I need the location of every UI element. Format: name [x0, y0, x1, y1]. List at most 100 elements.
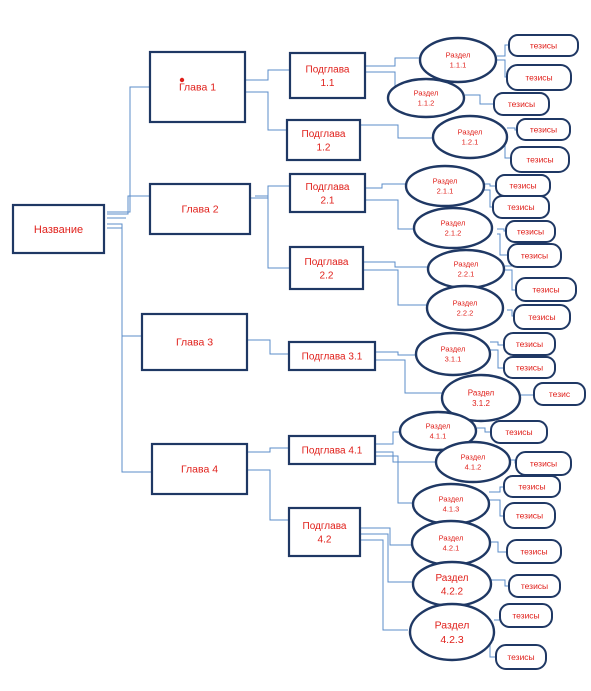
theses-node[interactable]: тезисы: [515, 451, 572, 476]
section-2-2-2-label-line-1: Раздел: [453, 299, 478, 308]
chapter-3-label-line-1: Глава 3: [176, 337, 213, 349]
section-4-1-2-ellipse: [434, 440, 512, 484]
theses-node[interactable]: тезисы: [503, 475, 561, 498]
connector: [365, 57, 420, 67]
chapter-4-frame: [150, 442, 249, 496]
theses-node[interactable]: тезисы: [507, 243, 562, 268]
theses-node[interactable]: тезисы: [508, 574, 561, 598]
section-2-1-1-label-line-2: 2.1.1: [437, 187, 454, 196]
theses-label: тезисы: [516, 363, 543, 373]
connector: [375, 451, 437, 463]
connector: [360, 124, 433, 139]
subchapter-2-1-label-line-2: 2.1: [321, 195, 335, 206]
theses-label: тезисы: [530, 125, 557, 135]
theses-label: тезисы: [530, 459, 557, 469]
theses-node[interactable]: тезисы: [492, 195, 550, 219]
bullet-dot: [179, 77, 185, 83]
theses-node[interactable]: тезисы: [513, 304, 571, 330]
chapter-4[interactable]: Глава 4: [150, 442, 249, 496]
theses-node[interactable]: тезисы: [510, 146, 570, 173]
chapter-3[interactable]: Глава 3: [140, 312, 249, 372]
subchapter-3-1-label-line-1: Подглава 3.1: [302, 352, 363, 363]
subchapter-4-2-frame: [287, 506, 362, 558]
theses-pill: [503, 475, 561, 498]
chapter-2[interactable]: Глава 2: [148, 182, 252, 236]
theses-node[interactable]: тезис: [533, 382, 586, 406]
section-3-1-1-ellipse: [414, 331, 492, 377]
chapter-1[interactable]: Глава 1: [148, 50, 247, 124]
section-4-2-2-label-line-2: 4.2.2: [441, 586, 464, 597]
theses-node[interactable]: тезисы: [503, 502, 556, 529]
section-3-1-2-ellipse: [440, 373, 522, 423]
connector: [490, 341, 505, 346]
section-1-1-2-label-line-2: 1.1.2: [418, 99, 435, 108]
theses-node[interactable]: тезисы: [495, 174, 551, 197]
theses-label: тезисы: [516, 339, 543, 349]
theses-pill: [503, 332, 556, 356]
connector: [489, 486, 505, 493]
theses-label: тезисы: [505, 427, 532, 437]
chapter-1-frame: [148, 50, 247, 124]
connector: [490, 349, 505, 369]
theses-node[interactable]: тезисы: [506, 539, 562, 564]
subchapter-3-1-frame: [287, 340, 377, 372]
theses-label: тезисы: [507, 202, 534, 212]
theses-node[interactable]: тезисы: [493, 92, 550, 116]
theses-pill: [493, 92, 550, 116]
theses-label: тезисы: [525, 73, 552, 83]
subchapter-3-1[interactable]: Подглава 3.1: [287, 340, 377, 372]
connector: [490, 541, 508, 553]
section-4-2-3-label-line-1: Раздел: [435, 620, 470, 632]
section-2-1-2-label-line-2: 2.1.2: [445, 229, 462, 238]
theses-node[interactable]: тезисы: [503, 356, 556, 379]
connector: [255, 195, 290, 269]
theses-node[interactable]: тезисы: [490, 420, 548, 444]
theses-pill: [503, 502, 556, 529]
section-1-2-1-ellipse: [431, 114, 509, 160]
connector: [507, 127, 517, 131]
theses-label: тезисы: [507, 652, 534, 662]
theses-node[interactable]: тезисы: [506, 64, 572, 91]
section-1-2-1-label-line-1: Раздел: [458, 128, 483, 137]
theses-node[interactable]: тезисы: [508, 34, 579, 57]
theses-pill: [508, 34, 579, 57]
theses-pill: [508, 574, 561, 598]
theses-label: тезисы: [517, 227, 544, 237]
connector: [365, 183, 405, 189]
theses-node[interactable]: тезисы: [503, 332, 556, 356]
root-title[interactable]: Название: [11, 203, 106, 255]
section-4-1-1-label-line-2: 4.1.1: [430, 432, 447, 441]
theses-node[interactable]: тезисы: [515, 277, 577, 302]
section-1-1-1-label-line-1: Раздел: [446, 51, 471, 60]
theses-node[interactable]: тезисы: [516, 118, 571, 141]
subchapter-2-2-label-line-1: Подглава: [305, 257, 349, 268]
theses-node[interactable]: тезисы: [499, 603, 553, 628]
section-4-2-3-ellipse: [408, 602, 496, 662]
theses-pill: [505, 220, 556, 243]
theses-pill: [490, 420, 548, 444]
theses-node[interactable]: тезисы: [505, 220, 556, 243]
theses-node[interactable]: тезисы: [495, 644, 547, 670]
root-title-label-line-1: Название: [34, 224, 83, 236]
subchapter-4-1[interactable]: Подглава 4.1: [287, 434, 377, 466]
